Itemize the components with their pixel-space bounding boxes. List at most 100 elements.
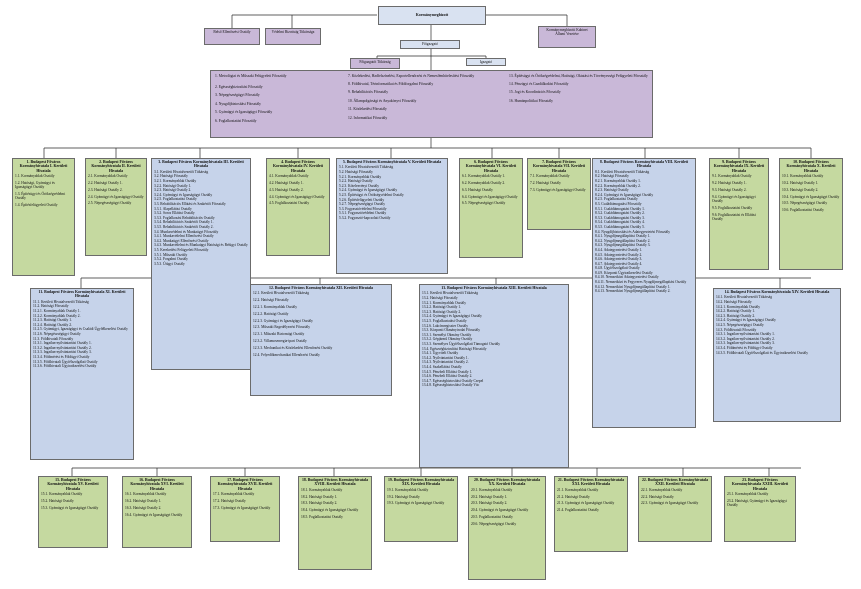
district-department-item: 6.2. Kormányablak Osztály 2. [462, 181, 506, 186]
district-department-item: 7.1. Kormányablak Osztály [530, 174, 570, 179]
district-department-item: 12.4. Felyedőkmechanikai Ellenőrzési Osz… [253, 352, 320, 357]
foigazgato-label: Főigazgató [422, 42, 438, 46]
district-department-item: 20.5. Foglalkoztatási Osztály [471, 515, 513, 519]
district-office-title: 21. Budapest Főváros Kormányhivatala XXI… [557, 478, 625, 487]
district-department-item: 8.4.1. Nyugdíjmegállapítási Osztály 1. [595, 234, 651, 239]
district-department-item: 21.4. Foglalkoztatási Osztály [557, 508, 599, 513]
district-office-box: 23. Budapest Főváros Kormányhivatala XXI… [724, 476, 796, 542]
district-office-box: 12. Budapest Főváros Kormányhivatala XII… [250, 284, 392, 396]
district-department-item: 8.3.2. Családtámogatási Osztály 2. [595, 211, 645, 216]
district-department-item: 14.3.1. Ingatlan-nyilvántartási Osztály … [716, 332, 775, 337]
kabinet-label: Kormánymegbízotti Kabinet Állami Vezetés… [546, 28, 588, 37]
district-department-item: 3.3. Rehabilitációs Ellátási és Szakértő… [154, 201, 226, 206]
district-department-item: 3.5. Kerekedési Felügyeleti Főosztály [154, 247, 209, 252]
district-department-item: 14.2.1. Kormányablak Osztály [716, 304, 761, 309]
district-office-box: 5. Budapest Főváros Kormányhivatala V. K… [336, 158, 448, 274]
foigazgato-box: Főigazgató [400, 40, 460, 49]
district-office-box: 15. Budapest Főváros Kormányhivatala XV.… [38, 476, 108, 548]
main-department-item: 4. Nyugdíjbiztosítási Főosztály [215, 101, 261, 106]
district-department-item: 18.3. Hatósági Osztály 2. [301, 501, 338, 506]
district-department-item: 13.4.5. Pénzbeli Ellátási Osztály 1. [422, 369, 473, 374]
district-department-item: 20.1. Kormányablak Osztály [471, 487, 513, 492]
district-department-item: 4.1. Kormányablak Osztály [269, 174, 309, 179]
district-department-item: 8.4.7. Adategyeztetési Osztály 4. [595, 261, 643, 266]
district-department-item: 3.3.4. Rehabilitációs Szakértői Osztály … [154, 220, 214, 225]
district-department-item: 12.3. Műszaki Engedélyezési Főosztály [253, 325, 310, 330]
district-office-title: 19. Budapest Főváros Kormányhivatala XIX… [387, 478, 455, 487]
district-department-item: 19.1. Kormányablak Osztály [387, 487, 429, 492]
district-department-item: 9.1. Kormányablak Osztály [712, 174, 752, 179]
district-department-item: 5.2. Hatósági Főosztály [339, 170, 373, 174]
district-department-item: 13.2.4. Gyámügyi és Igazságügyi Osztály [422, 314, 482, 319]
district-department-item: 10.6. Foglalkoztatási Osztály [782, 208, 824, 213]
district-office-title: 1. Budapest Főváros Kormányhivatala I. K… [19, 160, 68, 173]
district-department-item: 1.4. Építésfelügyeleti Osztály [15, 203, 58, 208]
district-department-item: 13.3. Központi Okmányirodai Főosztály [422, 328, 480, 333]
district-office-title: 2. Budapest Főváros Kormányhivatala II. … [91, 160, 141, 173]
district-department-item: 3.3.2. Soros Ellátási Osztály [154, 211, 195, 216]
vedelmi-bizottsag-label: Védelmi Bizottság Titkársága [271, 30, 315, 34]
kormanymegbizott-box: Kormánymegbízott [378, 6, 486, 25]
district-department-item: 8.4.3. Nyugdíjmegállapítási Osztály 3. [595, 243, 651, 248]
district-department-item: 13.3.2. Gépjármű Okmány Osztály [422, 337, 473, 342]
main-department-item: 14. Pénzügyi és Gazdálkodási Főosztály [509, 81, 569, 86]
district-department-item: 8.4.5. Adategyeztetési Osztály 2. [595, 252, 643, 257]
district-department-item: 10.1. Kormányablak Osztály [782, 174, 824, 179]
district-department-item: 4.4. Gyámügyi és Igazságügyi Osztály [269, 194, 325, 199]
district-department-item: 14.2. Hatósági Főosztály [716, 300, 752, 304]
district-department-item: 7.3. Gyámügyi és Igazságügyi Osztály [530, 187, 586, 192]
district-department-item: 13.2. Hatósági Főosztály [422, 296, 458, 300]
district-department-item: 12.3.3. Mechanikai és Közlekedési Ellenő… [253, 345, 333, 350]
district-department-item: 8.4. Nyugdíjbiztosítási és Adategyezteté… [595, 229, 671, 234]
main-department-item: 7. Közlekedési, Hadfelszínelési, Exporte… [348, 74, 475, 78]
district-office-box: 6. Budapest Főváros Kormányhivatala VI. … [459, 158, 523, 258]
district-department-item: 2.4. Gyámügyi és Igazságügyi Osztály [88, 194, 144, 199]
district-office-title: 16. Budapest Főváros Kormányhivatala XVI… [130, 478, 184, 491]
district-office-box: 10. Budapest Főváros Kormányhivatala X. … [779, 158, 843, 270]
district-department-item: 17.1. Kormányablak Osztály [213, 492, 255, 497]
district-department-item: 3.2.4. Gyámügyi és Igazságügyi Osztály [154, 192, 213, 197]
district-department-item: 5.2.3. Kötelezvényi Osztály [339, 183, 380, 188]
district-department-item: 15.1. Kormányablak Osztály [41, 492, 83, 497]
district-department-item: 16.1. Kormányablak Osztály [125, 492, 167, 497]
district-department-item: 20.6. Népegészségügyi Osztály [471, 521, 517, 526]
district-department-item: 14.3.5. Földhivatali Ügyfélszolgálati és… [716, 350, 809, 355]
main-department-item: 8. Földhivatal, Térinformatikai és Földf… [348, 81, 434, 86]
district-office-box: 11. Budapest Főváros Kormányhivatala XI.… [30, 288, 134, 460]
district-office-box: 13. Budapest Főváros Kormányhivatala XII… [419, 284, 569, 468]
district-department-item: 13.3.3. Személyes Ügyfélszolgálati Támog… [422, 341, 501, 346]
vedelmi-bizottsag-box: Védelmi Bizottság Titkársága [265, 28, 321, 45]
district-department-item: 11.1. Kerületi Hivatalvezetői Titkárság [33, 299, 89, 304]
district-department-item: 5.2.4. Gyámügyi és Igazságügyi Osztály [339, 188, 398, 193]
district-department-item: 3.3.1. Alapellátási Osztály [154, 206, 192, 211]
district-department-item: 8.2.3. Hatósági Osztály [595, 188, 629, 193]
district-department-item: 11.3. Földhivatali Főosztály [33, 336, 74, 341]
main-department-item: 9. Rehabilitációs Főosztály [348, 90, 389, 95]
main-department-item: 12. Informatikai Főosztály [348, 115, 388, 120]
district-department-item: 3.4. Munkavédelmi és Munkaügyi Főosztály [154, 229, 219, 234]
district-department-item: 3.4.1. Munkavédelmi Ellenőrzési Osztály [154, 234, 214, 239]
belso-ellenorzesi-label: Belső Ellenőrzési Osztály [213, 30, 251, 34]
district-department-item: 14.2.2. Hatósági Osztály 1. [716, 309, 756, 314]
district-department-item: 11.2.6. Népegészségügyi Osztály [33, 331, 81, 336]
district-department-item: 6.3. Hatósági Osztály [462, 187, 493, 192]
district-department-item: 3.2. Hatósági Főosztály [154, 174, 188, 179]
district-department-item: 7.2. Hatósági Osztály [530, 181, 561, 186]
district-department-item: 22.1. Kormányablak Osztály [641, 487, 683, 492]
district-department-item: 3.2.2. Hatósági Osztály 1. [154, 183, 192, 188]
district-department-item: 5.2.1. Kormányablak Osztály [339, 174, 382, 179]
district-department-item: 6.5. Népegészségügyi Osztály [462, 201, 506, 206]
main-col-3: 13. Építésügyi és Örökségvédelmi, Hatósá… [509, 74, 651, 107]
district-department-item: 13.2.5. Foglalkoztatási Osztály [422, 318, 467, 323]
district-department-item: 13.2.1. Kormányablak Osztály [422, 300, 467, 305]
district-department-item: 11.2.3. Hatósági Osztály 1. [33, 318, 72, 323]
district-department-item: 13.4.8. Egészségbiztosítási Osztály Vác [422, 383, 480, 388]
district-department-item: 2.1. Kormányablak Osztály [88, 174, 128, 179]
main-department-item: 5. Gyámügyi és Igazságügyi Főosztály [215, 110, 273, 115]
district-department-item: 3.5.2. Forgalmi Osztály [154, 257, 188, 262]
district-department-item: 2.2. Hatósági Osztály 1. [88, 181, 123, 186]
district-department-item: 8.3.3. Családtámogatási Osztály 3. [595, 215, 645, 220]
district-department-item: 14.3.2. Ingatlan-nyilvántartási Osztály … [716, 336, 775, 341]
igazgato-label: Igazgató [479, 60, 493, 64]
district-department-item: 20.2. Hatósági Osztály 1. [471, 494, 508, 499]
